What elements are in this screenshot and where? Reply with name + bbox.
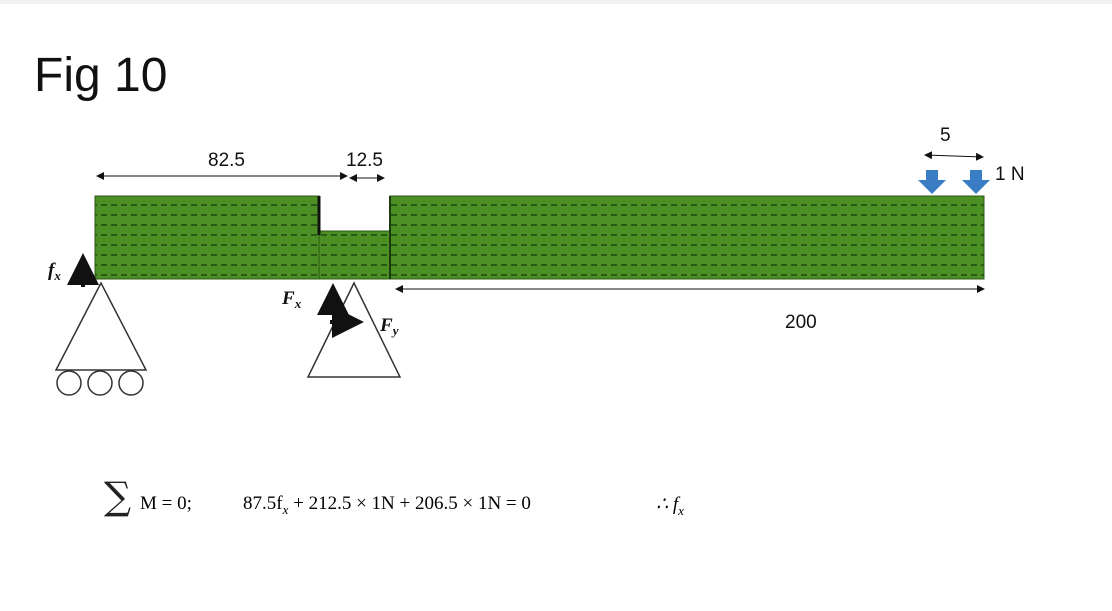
beam-left-section — [94, 195, 320, 280]
load-arrow-2 — [962, 170, 990, 194]
load-label: 1 N — [995, 164, 1025, 185]
figure-title: Fig 10 — [34, 49, 168, 102]
roller-2 — [87, 370, 113, 396]
dim-label-82-5: 82.5 — [208, 150, 245, 171]
load-arrow-1 — [918, 170, 946, 194]
mid-Fx-label: Fx — [281, 288, 302, 311]
equation-main: 87.5fx + 212.5 × 1N + 206.5 × 1N = 0 — [243, 493, 531, 517]
left-reaction-label: fx — [48, 260, 61, 283]
equation-moment: M = 0; — [140, 493, 192, 514]
sigma-symbol: ∑ — [104, 474, 132, 518]
roller-3 — [118, 370, 144, 396]
beam-notch-section — [318, 230, 391, 280]
equation-therefore: ∴ fx — [656, 494, 684, 518]
dim-label-200: 200 — [785, 312, 817, 333]
dim-label-5: 5 — [940, 125, 951, 146]
dim-line-5 — [924, 151, 984, 161]
top-border — [0, 0, 1112, 4]
roller-1 — [56, 370, 82, 396]
mid-Fy-label: Fy — [379, 315, 399, 338]
dim-label-12-5: 12.5 — [346, 150, 383, 171]
beam-right-section — [389, 195, 985, 280]
left-support-triangle — [54, 281, 148, 371]
